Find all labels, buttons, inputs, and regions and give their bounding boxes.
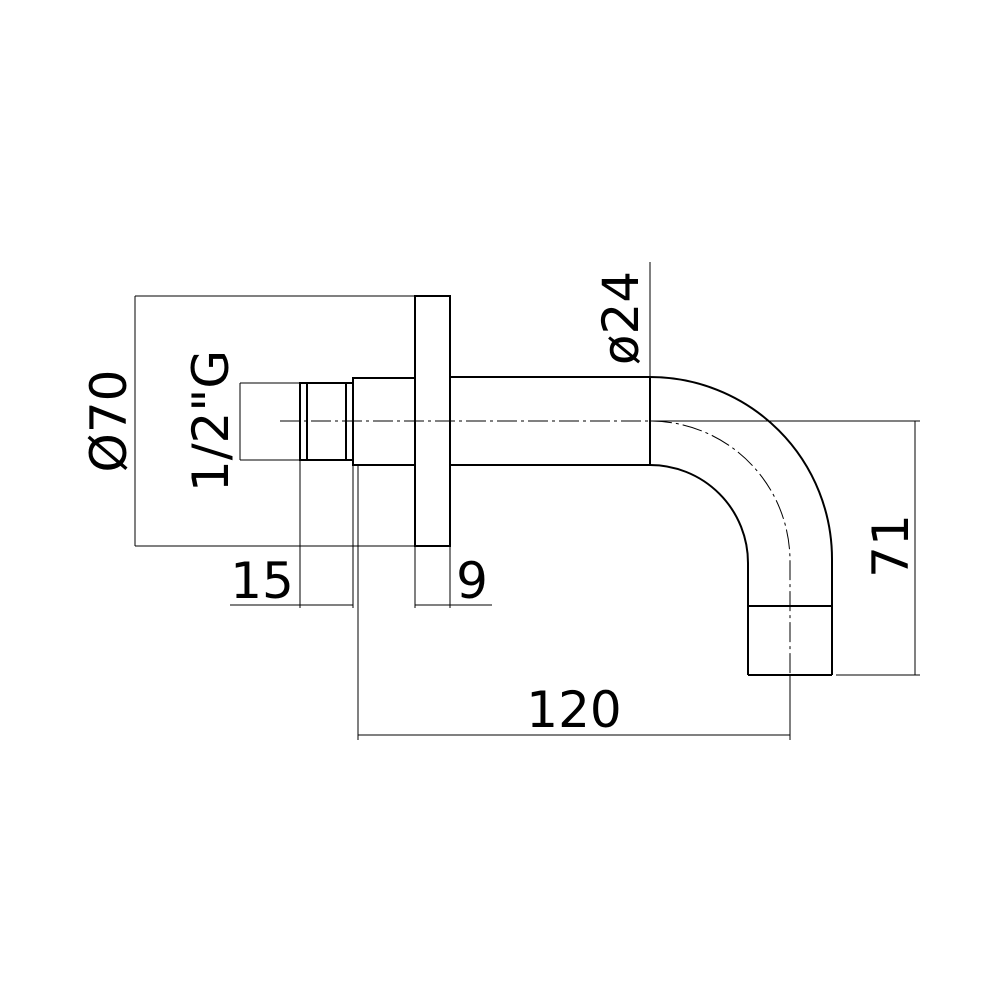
dimension-lines (134, 262, 920, 740)
dimension-labels: Ø70 1/2"G 15 9 ø24 120 71 (80, 271, 920, 739)
bend-inner-edge (649, 464, 749, 675)
spout-diameter-label: ø24 (592, 271, 650, 365)
flange-diameter-label: Ø70 (80, 370, 138, 473)
drop-label: 71 (862, 514, 920, 578)
spout-body (299, 295, 833, 676)
thread-size-label: 1/2"G (182, 350, 240, 492)
spout-center-line (280, 420, 791, 690)
flange-thickness-label: 9 (456, 552, 488, 610)
projection-label: 120 (526, 681, 621, 739)
bend-outer-edge (649, 376, 833, 675)
center-lines (280, 420, 791, 690)
thread-length-label: 15 (230, 552, 294, 610)
